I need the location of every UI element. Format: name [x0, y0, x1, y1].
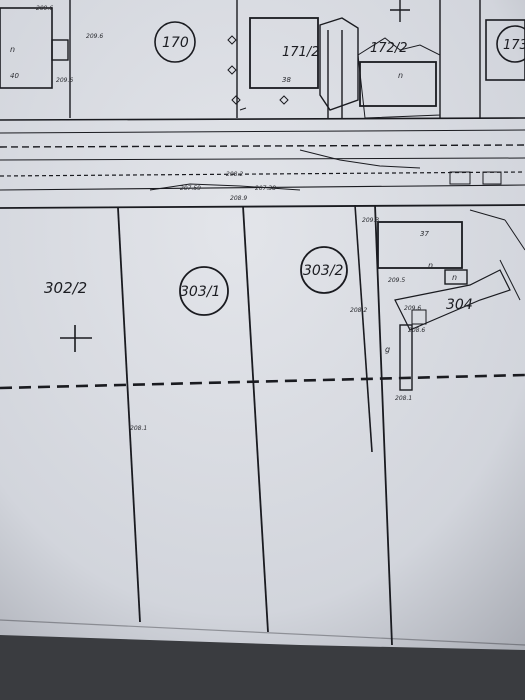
building-mark: 40 [10, 72, 19, 80]
elevation-label: 208.1 [130, 425, 147, 432]
parcel-label-302-2: 302/2 [44, 279, 87, 297]
elevation-label: 209.6 [36, 5, 53, 12]
survey-cross-mark [60, 325, 92, 352]
elevation-label: 207.38 [255, 185, 276, 192]
building-mark: g [385, 345, 390, 354]
elevation-label: 209.6 [404, 305, 421, 312]
parcel-circle-170 [154, 21, 196, 63]
parcel-label-173: 173 [503, 38, 525, 53]
elevation-label: 208.2 [350, 307, 367, 314]
building-mark: n [428, 261, 433, 270]
road-band [0, 117, 525, 191]
elevation-label: 207.59 [180, 185, 201, 192]
parcel-label-172-2: 172/2 [370, 41, 407, 56]
parcel-boundaries [0, 204, 525, 646]
elevation-label: 208.9 [230, 195, 247, 202]
building-mark: n [452, 273, 457, 282]
building-mark: 37 [420, 230, 429, 238]
elevation-label: 208.1 [395, 395, 412, 402]
parcel-circle-303-1 [179, 266, 229, 316]
elevation-label: 208.6 [408, 327, 425, 334]
building-mark: n [10, 45, 15, 54]
parcel-label-170: 170 [162, 35, 189, 51]
building-mark: 38 [282, 76, 291, 84]
elevation-label: 209.6 [86, 33, 103, 40]
elevation-label: 208.2 [226, 171, 243, 178]
elevation-label: 209.5 [388, 277, 405, 284]
building-mark: n [398, 71, 403, 80]
elevation-label: 209.6 [56, 77, 73, 84]
elevation-label: 209.3 [362, 217, 379, 224]
parcel-label-303-2: 303/2 [303, 263, 343, 279]
parcel-label-304: 304 [446, 297, 473, 313]
parcel-circle-173 [496, 25, 525, 63]
parcel-label-303-1: 303/1 [180, 284, 220, 300]
parcel-circle-303-2 [300, 246, 348, 294]
parcel-label-171-2: 171/2 [282, 45, 319, 60]
paper-sheet [0, 0, 525, 650]
top-buildings [0, 0, 525, 119]
